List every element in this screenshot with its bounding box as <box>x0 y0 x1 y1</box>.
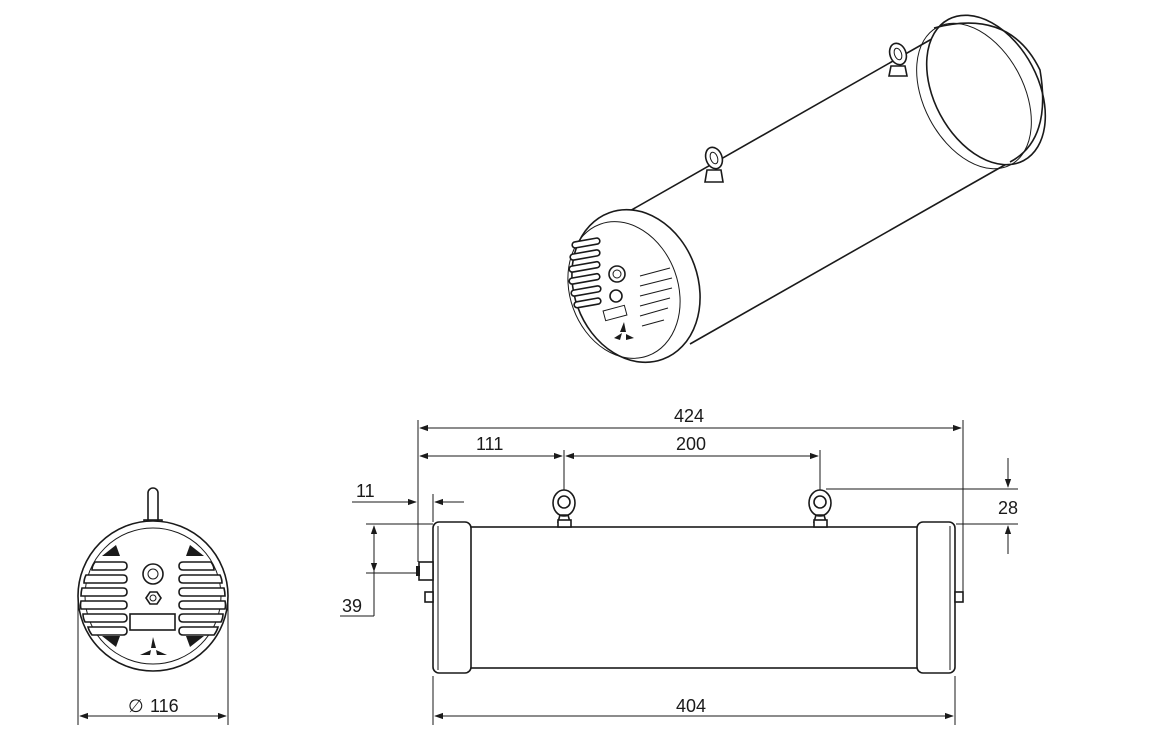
iso-eye-hook-front <box>704 146 724 183</box>
side-view: 424 111 200 11 28 39 404 <box>340 406 1018 725</box>
front-end-cap <box>567 208 701 364</box>
iso-cable-gland <box>608 265 626 283</box>
diameter-symbol: ∅ <box>128 696 144 716</box>
end-view-grill-left <box>79 561 128 636</box>
rear-end-cap <box>916 14 1047 170</box>
iso-fan-logo-icon <box>614 322 634 340</box>
diameter-label: 116 <box>150 696 179 716</box>
side-view-eye-hook-2 <box>808 489 832 528</box>
side-view-cable-gland <box>418 561 434 581</box>
iso-label-plate <box>602 304 628 322</box>
iso-bolt <box>609 289 623 303</box>
dim-hook-height: 28 <box>998 498 1018 518</box>
side-view-eye-hook-1 <box>552 489 576 528</box>
dim-gland-height: 39 <box>342 596 362 616</box>
dim-first-hook-offset: 111 <box>476 434 503 454</box>
end-view-hex-bolt <box>145 591 162 605</box>
side-view-tube <box>469 526 919 669</box>
end-view-cable-gland <box>142 563 164 585</box>
side-view-left-cap <box>432 521 472 674</box>
dim-overall-length: 424 <box>674 406 704 426</box>
end-view-label-plate <box>129 613 176 631</box>
isometric-view <box>567 14 1047 364</box>
dim-hook-spacing: 200 <box>676 434 706 454</box>
side-view-bolt-right <box>954 591 964 603</box>
end-view: ∅ 116 <box>77 487 229 725</box>
side-view-right-cap <box>916 521 956 674</box>
iso-eye-hook-rear <box>888 42 908 77</box>
iso-vent-left <box>568 237 602 309</box>
end-view-grill-right <box>178 561 227 636</box>
dim-body-length: 404 <box>676 696 706 716</box>
side-view-bolt-left <box>424 591 434 603</box>
dim-gland-protrusion: 11 <box>356 481 375 501</box>
end-view-fan-logo-icon <box>140 637 167 655</box>
iso-vent-right <box>639 267 673 327</box>
